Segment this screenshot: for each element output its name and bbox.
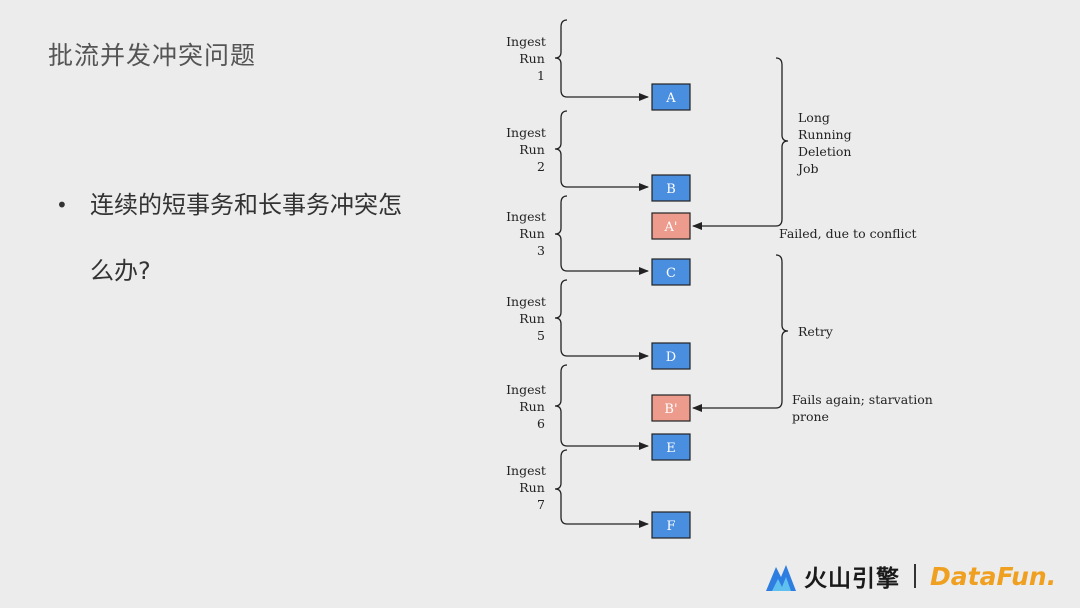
box-b-prime <box>651 394 691 422</box>
box-a-prime-label: A' <box>664 220 678 235</box>
run-brace-2 <box>554 110 568 188</box>
bullet-dot: • <box>56 193 68 217</box>
svg-text:Ingest: Ingest <box>506 382 546 397</box>
box-e-label: E <box>666 441 676 456</box>
box-c <box>651 258 691 286</box>
svg-text:6: 6 <box>537 416 545 431</box>
brand-datafun: DataFun. <box>930 561 1057 591</box>
box-f-label: F <box>666 519 675 534</box>
svg-text:5: 5 <box>537 328 545 343</box>
brand-volcano-engine: 火山引擎 <box>804 566 900 592</box>
run-label-6: Ingest Run 6 <box>506 382 546 431</box>
svg-text:1: 1 <box>537 68 545 83</box>
svg-text:Deletion: Deletion <box>798 144 851 159</box>
run-label-3: Ingest Run 3 <box>506 209 546 258</box>
svg-text:Run: Run <box>519 226 545 241</box>
svg-text:Run: Run <box>519 51 545 66</box>
svg-text:Run: Run <box>519 142 545 157</box>
retry-label: Retry <box>798 324 834 339</box>
long-job-label: Long Running Deletion Job <box>796 110 852 176</box>
svg-text:Ingest: Ingest <box>506 463 546 478</box>
svg-text:Long: Long <box>798 110 830 125</box>
svg-text:Ingest: Ingest <box>506 209 546 224</box>
run-label-5: Ingest Run 5 <box>506 294 546 343</box>
slide-title: 批流并发冲突问题 <box>48 41 257 70</box>
svg-text:7: 7 <box>537 497 545 512</box>
run-label-1: Ingest Run 1 <box>506 34 546 83</box>
run-brace-6 <box>554 364 568 447</box>
svg-text:Ingest: Ingest <box>506 294 546 309</box>
run-label-7: Ingest Run 7 <box>506 463 546 512</box>
svg-text:Running: Running <box>798 127 852 142</box>
svg-text:Ingest: Ingest <box>506 125 546 140</box>
run-label-2: Ingest Run 2 <box>506 125 546 174</box>
svg-text:prone: prone <box>792 409 829 424</box>
box-e <box>651 433 691 461</box>
box-a-prime <box>651 212 691 240</box>
fails-again-label: Fails again; starvation prone <box>792 392 933 424</box>
long-job-brace <box>775 57 789 227</box>
failed-conflict-label: Failed, due to conflict <box>779 226 917 241</box>
svg-text:Run: Run <box>519 480 545 495</box>
svg-text:Run: Run <box>519 399 545 414</box>
svg-text:Fails again; starvation: Fails again; starvation <box>792 392 933 407</box>
box-a-label: A <box>665 91 676 106</box>
svg-text:Run: Run <box>519 311 545 326</box>
box-d <box>651 342 691 370</box>
box-d-label: D <box>666 350 676 365</box>
box-b <box>651 174 691 202</box>
svg-text:2: 2 <box>537 159 545 174</box>
svg-text:3: 3 <box>537 243 545 258</box>
box-c-label: C <box>666 266 676 281</box>
volcano-engine-logo-icon <box>766 565 796 591</box>
svg-text:Job: Job <box>796 161 819 176</box>
box-f <box>651 511 691 539</box>
run-brace-5 <box>554 279 568 357</box>
footer-divider <box>914 564 916 588</box>
box-b-label: B <box>666 182 676 197</box>
svg-text:Ingest: Ingest <box>506 34 546 49</box>
run-brace-7 <box>554 449 568 525</box>
retry-brace <box>775 254 789 409</box>
run-brace-3 <box>554 195 568 272</box>
box-a <box>651 83 691 111</box>
footer-logos: 火山引擎 DataFun. <box>764 556 1056 596</box>
box-b-prime-label: B' <box>664 402 677 417</box>
bullet-text: 连续的短事务和长事务冲突怎么办? <box>90 191 402 285</box>
run-brace-1 <box>554 19 568 98</box>
